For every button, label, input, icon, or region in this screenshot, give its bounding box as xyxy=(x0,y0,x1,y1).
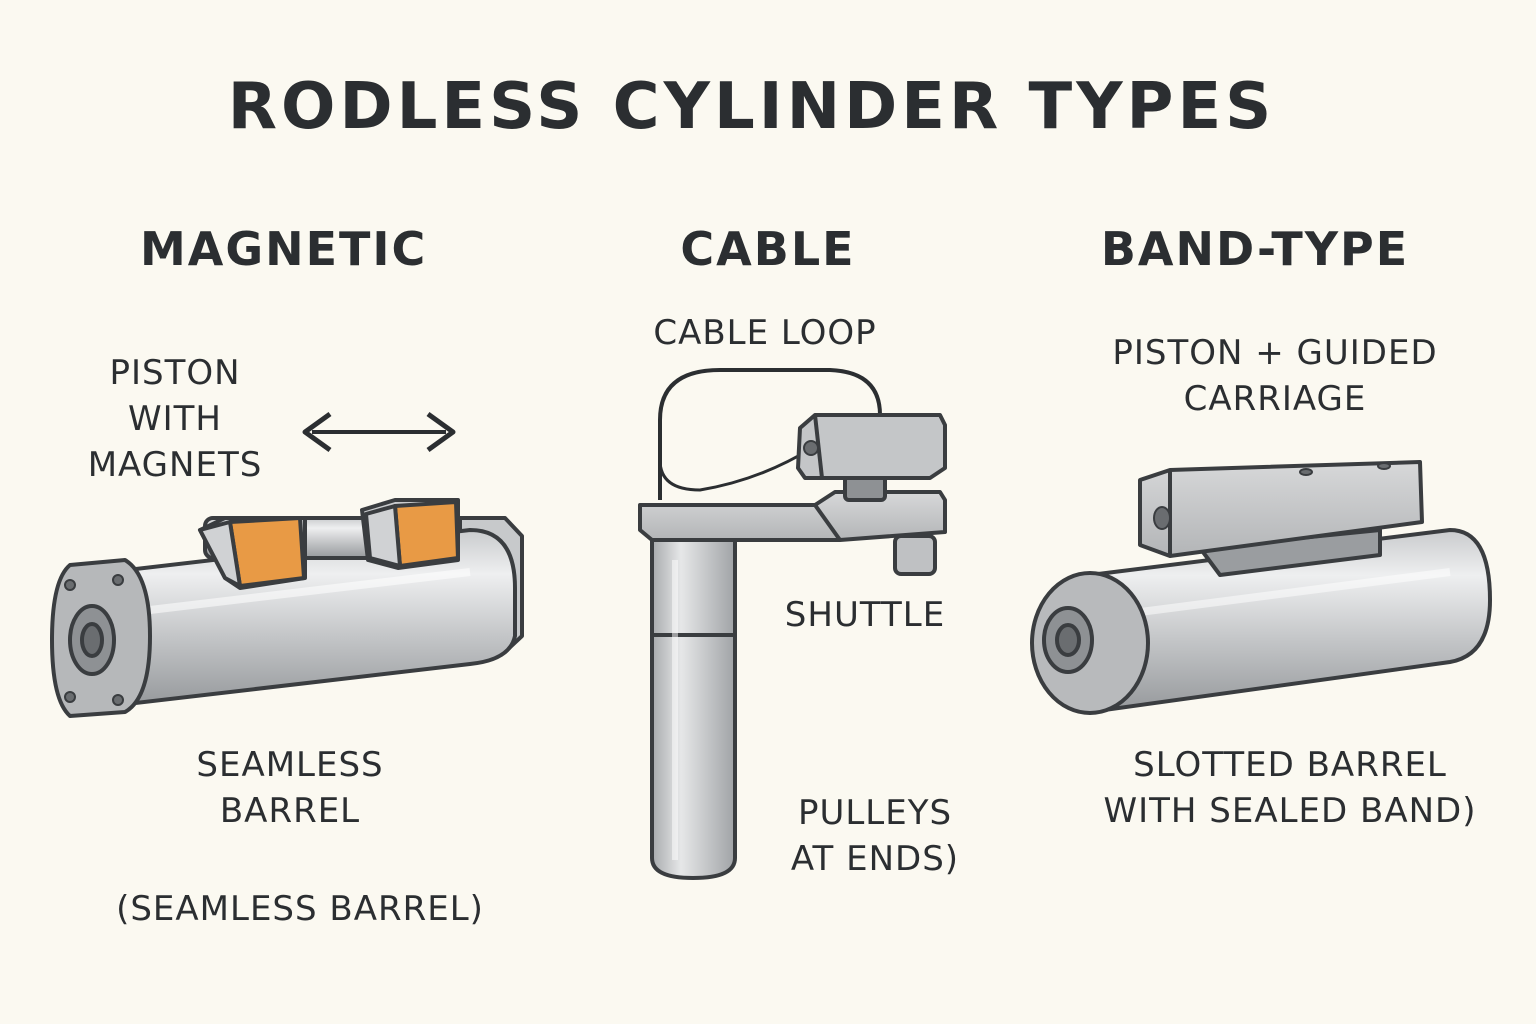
band-cylinder-illustration xyxy=(1030,460,1492,715)
magnet-block xyxy=(228,516,306,588)
label-seamless-barrel: SEAMLESS BARREL xyxy=(196,745,384,831)
cable-tube xyxy=(650,533,737,880)
magnetic-cylinder-illustration xyxy=(50,411,524,718)
label-piston-with-magnets: PISTON WITH MAGNETS xyxy=(87,353,263,485)
cable-loop xyxy=(658,368,882,500)
slotted-barrel xyxy=(1088,528,1492,714)
magnet-block xyxy=(393,500,460,568)
heading-cable: CABLE xyxy=(680,222,856,276)
label-pulleys-at-ends: PULLEYS AT ENDS) xyxy=(790,793,960,879)
label-shuttle: SHUTTLE xyxy=(784,595,946,635)
label-cable-loop: CABLE LOOP xyxy=(653,313,877,353)
cable-cylinder-illustration xyxy=(638,368,947,880)
seamless-barrel xyxy=(108,528,517,708)
label-piston-guided-carriage: PISTON + GUIDED CARRIAGE xyxy=(1112,333,1438,419)
heading-magnetic: MAGNETIC xyxy=(140,222,428,276)
cable-arm xyxy=(638,490,947,542)
page-title: RODLESS CYLINDER TYPES xyxy=(227,70,1276,144)
label-seamless-barrel-note: (SEAMLESS BARREL) xyxy=(116,889,484,929)
pulley xyxy=(893,534,937,576)
label-slotted-barrel: SLOTTED BARREL WITH SEALED BAND) xyxy=(1103,745,1477,831)
heading-band-type: BAND-TYPE xyxy=(1100,222,1410,276)
shuttle xyxy=(796,413,947,480)
double-arrow-icon xyxy=(302,411,456,453)
